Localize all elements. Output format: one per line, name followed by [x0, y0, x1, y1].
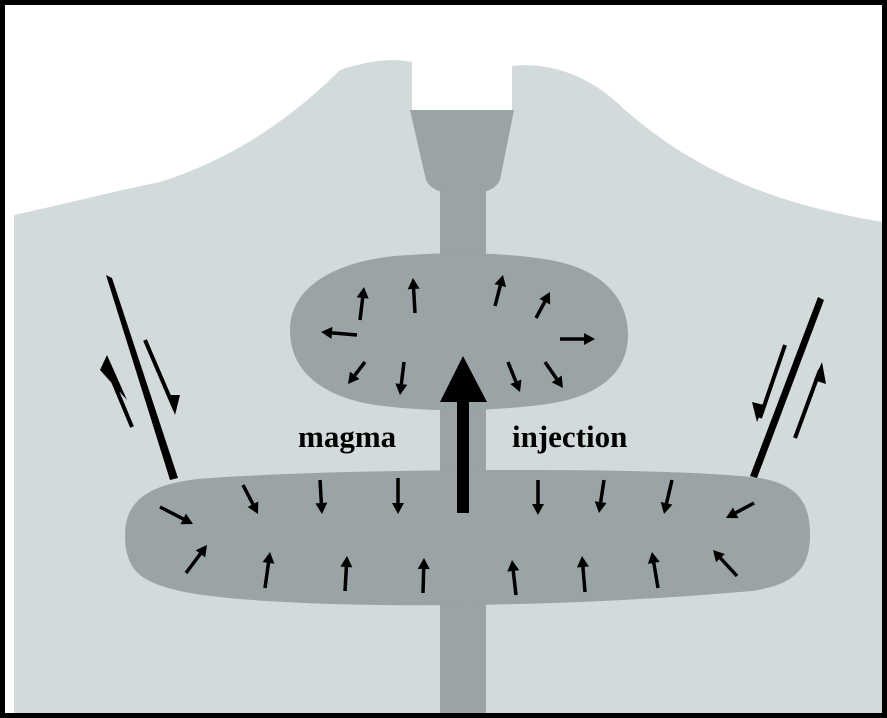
stress-arrow-shaft: [320, 480, 321, 503]
stress-arrow-shaft: [345, 567, 346, 591]
stress-arrow-shaft: [583, 567, 585, 592]
stress-arrow-shaft: [414, 289, 415, 313]
stress-arrow-shaft: [332, 333, 357, 335]
label-injection: injection: [512, 419, 627, 454]
lower-conduit: [440, 590, 486, 716]
label-magma: magma: [298, 419, 397, 454]
stress-arrow-shaft: [423, 569, 424, 593]
